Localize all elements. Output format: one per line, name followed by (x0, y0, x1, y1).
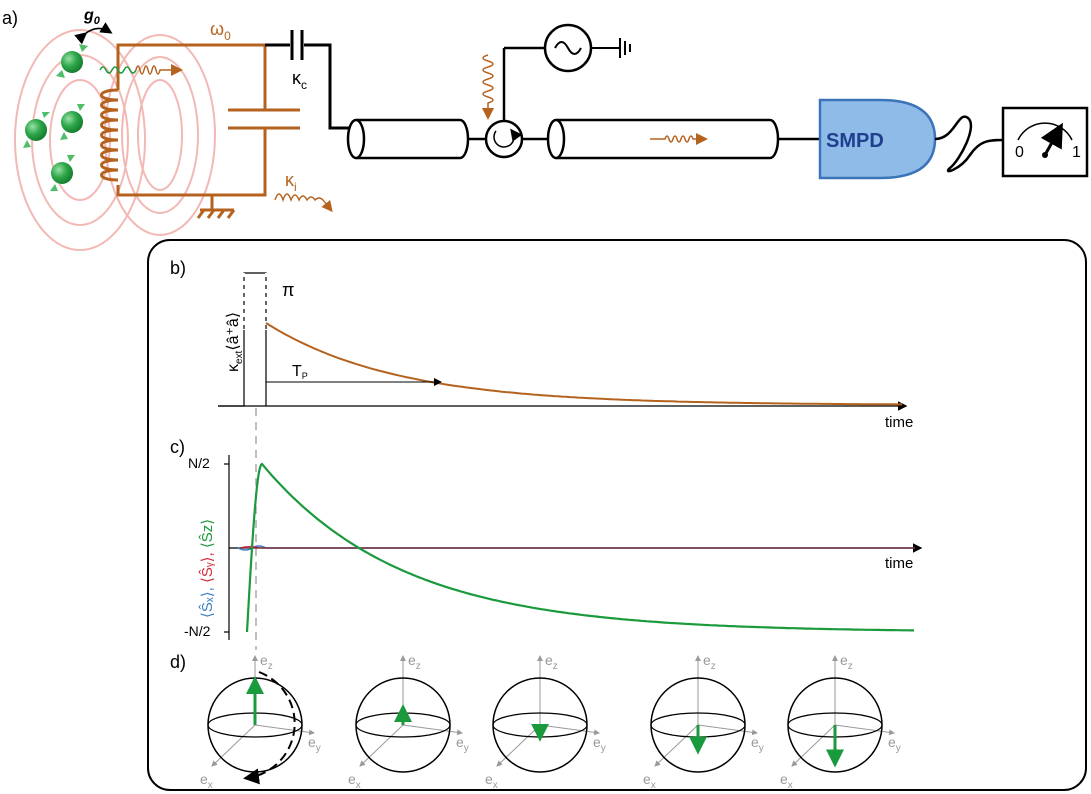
ez-label: ez (545, 652, 558, 672)
sz-curve (245, 462, 914, 633)
ex-label: ex (485, 771, 498, 791)
loss-wave (274, 193, 333, 213)
spins (23, 44, 88, 191)
ex-label: ex (200, 771, 213, 791)
coupling-arrow (74, 22, 113, 45)
panel-c: c) N/2 -N/2 time ⟨Ŝₓ⟩, ⟨Ŝᵧ⟩, ⟨Ŝz⟩ (170, 437, 923, 640)
c-xlabel: time (885, 555, 913, 572)
panel-a-label: a) (2, 8, 18, 28)
spin-photon-wave (99, 66, 137, 74)
omega-label: ω0 (210, 19, 231, 43)
ex-axis (654, 724, 699, 767)
ez-label: ez (703, 652, 716, 672)
ex-label: ex (643, 771, 656, 791)
coupling-capacitor (265, 30, 350, 130)
meter-one: 1 (1072, 144, 1081, 161)
echo-wave (650, 133, 708, 145)
panel-c-label: c) (170, 437, 185, 457)
ez-label: ez (260, 652, 273, 672)
spin (51, 162, 73, 184)
ey-label: ey (751, 734, 764, 754)
spin (61, 51, 83, 73)
bloch-sphere: ez ey ex (780, 652, 901, 791)
ey-axis (402, 724, 463, 736)
bloch-sphere: ez ey ex (643, 652, 764, 791)
ey-axis (834, 724, 895, 736)
bloch-sphere: ez ey ex (200, 652, 321, 791)
ez-label: ez (840, 652, 853, 672)
circulator (484, 119, 524, 159)
rotation-arrow (243, 671, 296, 785)
panel-b: b) time π κext⟨â⁺â⟩ TP (170, 258, 913, 431)
panels-bcd-frame (147, 239, 1087, 791)
transmission-line-2 (546, 118, 780, 160)
panel-b-label: b) (170, 258, 186, 278)
b-ylabel: κext⟨â⁺â⟩ (225, 312, 245, 372)
pi-label: π (282, 280, 294, 300)
echo-decay-curve (265, 322, 902, 406)
ey-label: ey (456, 734, 469, 754)
c-ytick-bottom: -N/2 (184, 623, 211, 639)
ex-axis (791, 724, 836, 767)
ey-axis (539, 724, 600, 736)
panel-a: a) ω0 g0 (2, 7, 1089, 251)
detector-cable (934, 115, 1004, 173)
tp-label: TP (292, 363, 308, 381)
g0-label: g0 (83, 7, 101, 27)
ex-label: ex (780, 771, 793, 791)
spin (25, 119, 47, 141)
ey-axis (697, 724, 758, 736)
ex-axis (211, 724, 256, 767)
smpd-label: SMPD (826, 130, 884, 152)
bloch-sphere: ez ey ex (485, 652, 606, 791)
ez-label: ez (408, 652, 421, 672)
ac-source (543, 23, 631, 73)
c-ylabel: ⟨Ŝₓ⟩, ⟨Ŝᵧ⟩, ⟨Ŝz⟩ (199, 519, 216, 618)
bloch-sphere: ez ey ex (348, 652, 469, 791)
pi-pulse-wave (482, 54, 494, 120)
transmission-line-1 (346, 118, 470, 160)
cavity-photon-wave (135, 64, 183, 76)
meter: 0 1 (1001, 106, 1089, 178)
c-ytick-top: N/2 (188, 455, 210, 471)
ex-axis (496, 724, 541, 767)
b-xlabel: time (885, 414, 913, 431)
ey-label: ey (593, 734, 606, 754)
ex-axis (359, 724, 404, 767)
ey-label: ey (888, 734, 901, 754)
spin (61, 111, 83, 133)
kappa-i-label: κi (285, 170, 297, 194)
ex-label: ex (348, 771, 361, 791)
ey-label: ey (308, 734, 321, 754)
kappa-c-label: κc (292, 68, 307, 92)
lc-resonator (100, 43, 300, 219)
panel-d-label: d) (170, 652, 186, 672)
ey-axis (254, 724, 315, 736)
smpd-detector: SMPD (818, 98, 937, 180)
inductor-coil (100, 88, 119, 182)
meter-zero: 0 (1015, 144, 1024, 161)
